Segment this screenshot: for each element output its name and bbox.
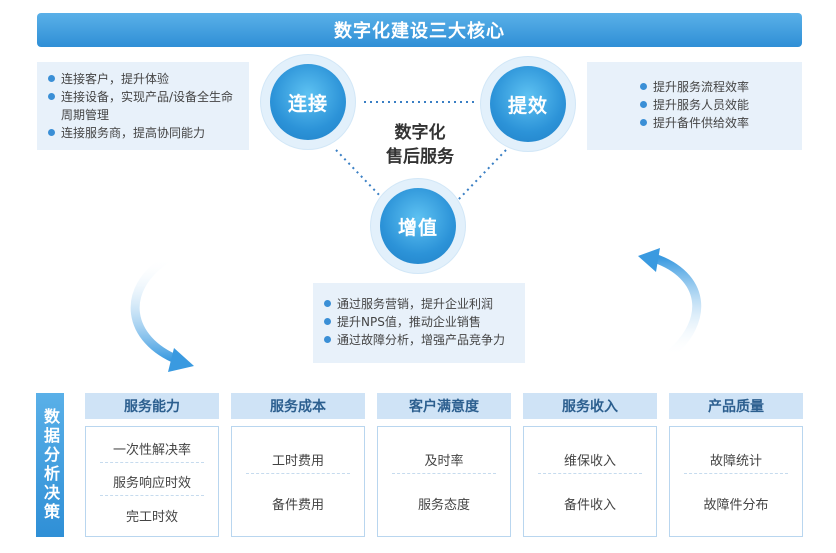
column-product-quality: 产品质量 故障统计 故障件分布 <box>669 393 803 537</box>
center-title-line2: 售后服务 <box>386 147 454 167</box>
right-cycle-arrow <box>649 253 702 361</box>
column-title: 服务成本 <box>231 393 365 419</box>
column-body: 故障统计 故障件分布 <box>669 426 803 537</box>
value-circle: 增值 <box>380 188 456 264</box>
column-customer-satisfaction: 客户满意度 及时率 服务态度 <box>377 393 511 537</box>
column-item: 及时率 <box>392 446 496 474</box>
right-arrowhead <box>638 248 660 272</box>
column-body: 一次性解决率 服务响应时效 完工时效 <box>85 426 219 537</box>
value-point: 通过故障分析，增强产品竞争力 <box>324 331 515 349</box>
column-item: 备件费用 <box>271 498 324 514</box>
column-title: 产品质量 <box>669 393 803 419</box>
connect-point: 连接服务商，提高协同能力 <box>48 124 239 142</box>
column-item: 完工时效 <box>125 509 178 525</box>
connect-point: 连接设备，实现产品/设备全生命周期管理 <box>48 88 239 124</box>
data-decision-label: 数据分析决策 <box>36 393 64 537</box>
center-title: 数字化 售后服务 <box>368 121 472 169</box>
value-info-box: 通过服务营销，提升企业利润 提升NPS值，推动企业销售 通过故障分析，增强产品竞… <box>313 283 525 363</box>
connect-point: 连接客户，提升体验 <box>48 70 239 88</box>
column-service-cost: 服务成本 工时费用 备件费用 <box>231 393 365 537</box>
column-title: 服务能力 <box>85 393 219 419</box>
column-item: 维保收入 <box>538 446 642 474</box>
column-item: 备件收入 <box>563 498 616 514</box>
efficiency-point: 提升服务流程效率 <box>640 78 792 96</box>
column-service-capability: 服务能力 一次性解决率 服务响应时效 完工时效 <box>85 393 219 537</box>
left-cycle-arrow <box>130 253 183 365</box>
connect-circle: 连接 <box>270 64 346 140</box>
column-title: 服务收入 <box>523 393 657 419</box>
column-body: 维保收入 备件收入 <box>523 426 657 537</box>
efficiency-info-box: 提升服务流程效率 提升服务人员效能 提升备件供给效率 <box>587 62 802 150</box>
column-body: 及时率 服务态度 <box>377 426 511 537</box>
efficiency-point: 提升备件供给效率 <box>640 114 792 132</box>
connect-info-box: 连接客户，提升体验 连接设备，实现产品/设备全生命周期管理 连接服务商，提高协同… <box>37 62 249 150</box>
value-point: 提升NPS值，推动企业销售 <box>324 313 515 331</box>
column-item: 工时费用 <box>246 446 350 474</box>
value-point: 通过服务营销，提升企业利润 <box>324 295 515 313</box>
column-service-revenue: 服务收入 维保收入 备件收入 <box>523 393 657 537</box>
column-item: 一次性解决率 <box>100 435 204 463</box>
column-item: 故障件分布 <box>703 498 769 514</box>
column-item: 服务态度 <box>417 498 470 514</box>
column-title: 客户满意度 <box>377 393 511 419</box>
column-body: 工时费用 备件费用 <box>231 426 365 537</box>
efficiency-point: 提升服务人员效能 <box>640 96 792 114</box>
efficiency-circle: 提效 <box>490 66 566 142</box>
title-banner: 数字化建设三大核心 <box>37 13 802 47</box>
column-item: 故障统计 <box>684 446 788 474</box>
column-item: 服务响应时效 <box>100 468 204 496</box>
center-title-line1: 数字化 <box>394 123 446 143</box>
left-arrowhead <box>168 348 194 372</box>
